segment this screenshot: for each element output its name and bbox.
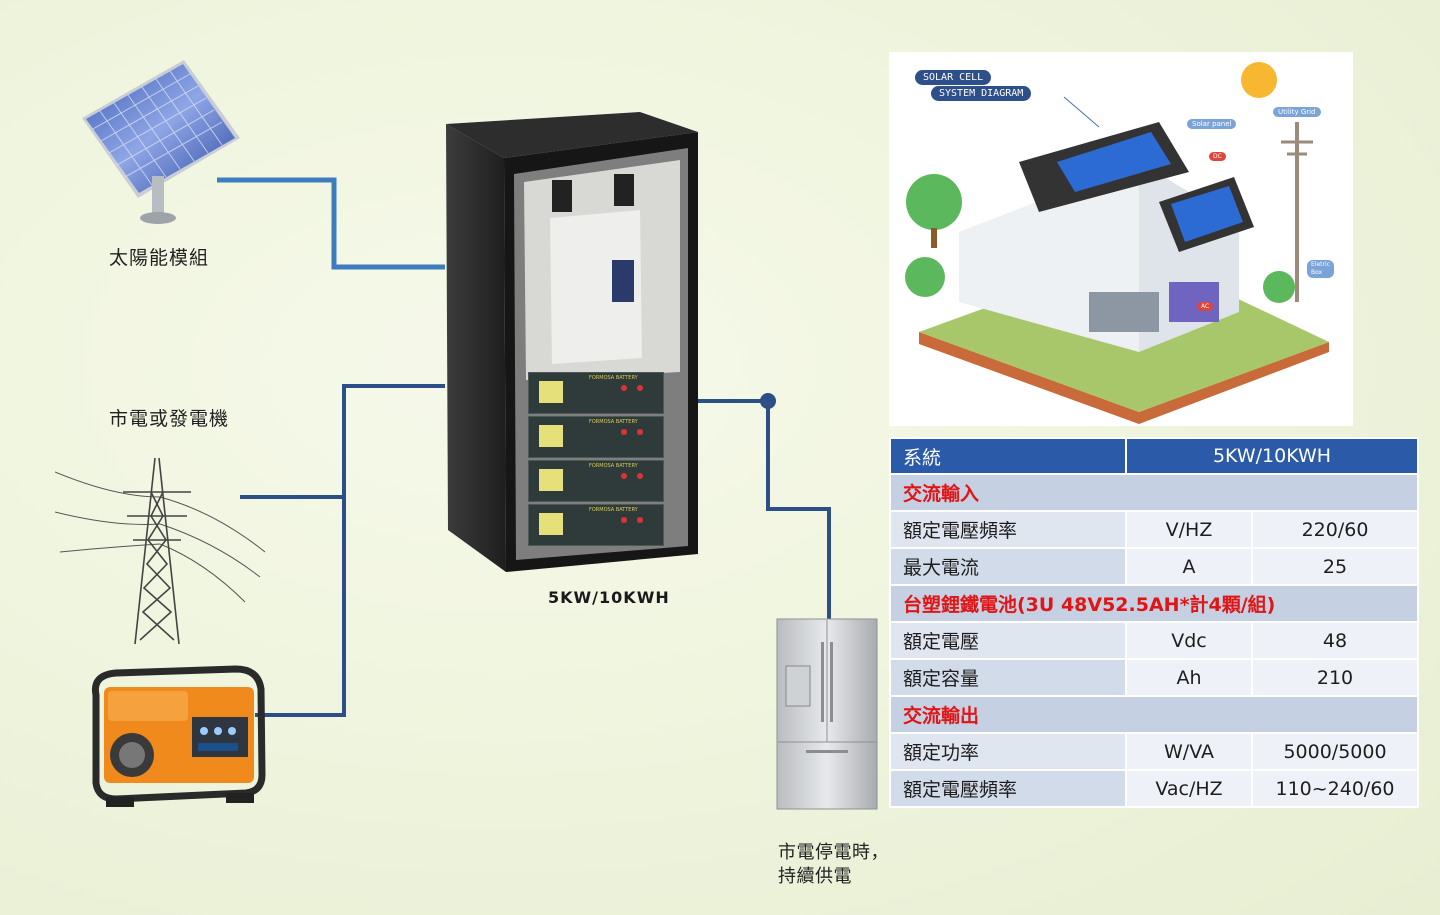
spec-row-unit: Vac/HZ xyxy=(1125,769,1253,808)
spec-row-name: 額定功率 xyxy=(889,732,1127,771)
battery-led xyxy=(637,517,643,523)
refrigerator-icon xyxy=(776,618,878,810)
solar-module-label: 太陽能模組 xyxy=(109,247,210,269)
generator-wire xyxy=(255,384,445,717)
battery-stack: FORMOSA BATTERY FORMOSA BATTERY FORMOSA … xyxy=(528,372,664,548)
battery-led xyxy=(637,429,643,435)
battery-led xyxy=(621,517,627,523)
spec-row-value: 5000/5000 xyxy=(1251,732,1419,771)
spec-header-label: 系統 xyxy=(889,437,1127,475)
tag-electric-box-line-2: Box xyxy=(1311,269,1323,276)
diagram-badge-line-2: SYSTEM DIAGRAM xyxy=(931,86,1032,101)
spec-row-name: 最大電流 xyxy=(889,547,1127,586)
spec-row: 最大電流 A 25 xyxy=(889,547,1419,586)
battery-led xyxy=(621,385,627,391)
spec-row-name: 額定電壓頻率 xyxy=(889,510,1127,549)
outage-line-1: 市電停電時， xyxy=(778,842,889,863)
battery-display xyxy=(539,425,563,447)
spec-section-title: 台塑鋰鐵電池(3U 48V52.5AH*計4顆/組) xyxy=(889,584,1419,623)
battery-brand: FORMOSA BATTERY xyxy=(589,419,638,425)
tag-utility-grid: Utility Grid xyxy=(1273,107,1321,117)
battery-brand: FORMOSA BATTERY xyxy=(589,463,638,469)
spec-header-row: 系統 5KW/10KWH xyxy=(889,437,1419,475)
spec-section-row: 交流輸入 xyxy=(889,473,1419,512)
tag-electric-box: Eletric Box xyxy=(1307,260,1334,278)
battery-brand: FORMOSA BATTERY xyxy=(589,507,638,513)
battery-led xyxy=(621,429,627,435)
spec-row-value: 110~240/60 xyxy=(1251,769,1419,808)
battery-module: FORMOSA BATTERY xyxy=(528,416,664,458)
spec-row: 額定電壓 Vdc 48 xyxy=(889,621,1419,660)
battery-brand: FORMOSA BATTERY xyxy=(589,375,638,381)
spec-section-row: 交流輸出 xyxy=(889,695,1419,734)
house-illustration xyxy=(905,62,1329,424)
tag-dc: DC xyxy=(1209,152,1226,161)
outage-line-2: 持續供電 xyxy=(778,866,852,887)
spec-row-unit: W/VA xyxy=(1125,732,1253,771)
spec-row-value: 210 xyxy=(1251,658,1419,697)
battery-module: FORMOSA BATTERY xyxy=(528,460,664,502)
tag-electric-box-line-1: Eletric xyxy=(1311,261,1330,268)
solar-wire xyxy=(217,177,445,270)
spec-row-value: 220/60 xyxy=(1251,510,1419,549)
spec-header-value: 5KW/10KWH xyxy=(1125,437,1419,475)
battery-module: FORMOSA BATTERY xyxy=(528,372,664,414)
battery-led xyxy=(637,473,643,479)
spec-row: 額定電壓頻率 V/HZ 220/60 xyxy=(889,510,1419,549)
spec-row: 額定電壓頻率 Vac/HZ 110~240/60 xyxy=(889,769,1419,808)
output-junction xyxy=(760,393,776,409)
tag-ac: AC xyxy=(1197,302,1214,311)
grid-or-generator-label: 市電或發電機 xyxy=(109,408,230,430)
spec-section-title: 交流輸入 xyxy=(889,473,1419,512)
spec-row: 額定容量 Ah 210 xyxy=(889,658,1419,697)
diagram-badge-line-1: SOLAR CELL xyxy=(915,70,992,85)
spec-row-unit: V/HZ xyxy=(1125,510,1253,549)
battery-display xyxy=(539,469,563,491)
battery-module: FORMOSA BATTERY xyxy=(528,504,664,546)
cabinet-model-label: 5KW/10KWH xyxy=(548,588,670,607)
spec-row-name: 額定電壓 xyxy=(889,621,1127,660)
spec-table: 系統 5KW/10KWH 交流輸入 額定電壓頻率 V/HZ 220/60 最大電… xyxy=(889,437,1419,808)
spec-row-unit: A xyxy=(1125,547,1253,586)
spec-row: 額定功率 W/VA 5000/5000 xyxy=(889,732,1419,771)
spec-row-unit: Ah xyxy=(1125,658,1253,697)
solar-panel-icon xyxy=(82,60,240,224)
output-wire xyxy=(698,399,831,620)
battery-led xyxy=(621,473,627,479)
battery-display xyxy=(539,513,563,535)
battery-led xyxy=(637,385,643,391)
spec-row-name: 額定容量 xyxy=(889,658,1127,697)
solar-system-diagram: SOLAR CELL SYSTEM DIAGRAM Solar panel Ut… xyxy=(889,52,1353,426)
spec-row-value: 48 xyxy=(1251,621,1419,660)
spec-section-title: 交流輸出 xyxy=(889,695,1419,734)
spec-row-name: 額定電壓頻率 xyxy=(889,769,1127,808)
spec-section-row: 台塑鋰鐵電池(3U 48V52.5AH*計4顆/組) xyxy=(889,584,1419,623)
spec-row-unit: Vdc xyxy=(1125,621,1253,660)
generator-icon xyxy=(91,665,266,807)
battery-display xyxy=(539,381,563,403)
spec-row-value: 25 xyxy=(1251,547,1419,586)
power-tower-icon xyxy=(55,457,266,645)
tag-solar-panel: Solar panel xyxy=(1187,119,1237,129)
